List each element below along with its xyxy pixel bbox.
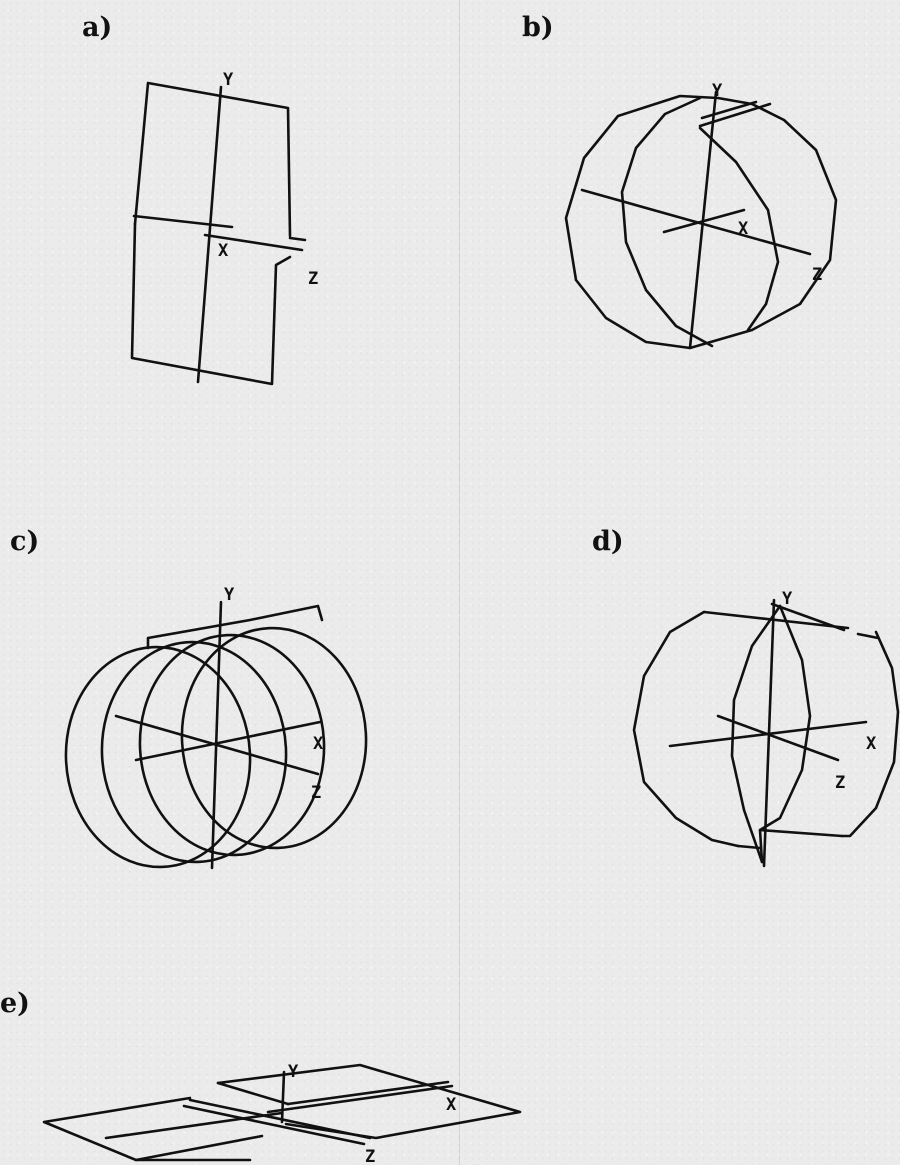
panel-e-left-plate-mid xyxy=(134,1134,264,1162)
panel-d-lens-left xyxy=(730,604,782,864)
panel-d-top-stub xyxy=(856,632,880,640)
panel-d-label-y: Y xyxy=(782,589,793,609)
panel-d-label-z: Z xyxy=(835,773,845,793)
panel-label-c: c) xyxy=(10,526,40,557)
panel-d-left-arc xyxy=(632,610,740,848)
panel-e-label-x: X xyxy=(446,1095,457,1115)
panel-e-right-plate-mid xyxy=(286,1080,450,1106)
panel-c-axis-z xyxy=(114,714,320,776)
panel-b-top-stub-1 xyxy=(700,100,758,120)
panel-b-axis-z xyxy=(580,188,812,256)
panel-a-axis-x xyxy=(132,214,234,229)
panel-e-label-y: Y xyxy=(288,1062,299,1082)
panel-e-right-plate xyxy=(216,1063,522,1140)
panel-e-axis-x xyxy=(266,1084,454,1114)
panel-c-ring-3 xyxy=(138,633,326,857)
panel-a-plate-upper xyxy=(133,81,292,238)
panel-c-ring-2 xyxy=(100,640,288,864)
panel-b-top-stub-2 xyxy=(698,102,772,128)
panel-c-axis-x xyxy=(134,720,322,762)
panel-c-label-y: Y xyxy=(224,585,235,605)
panel-d-axis-z xyxy=(716,714,840,762)
panel-a-label-y: Y xyxy=(223,70,234,90)
panel-e-rod-2 xyxy=(182,1104,366,1146)
panel-d-top-edge-2 xyxy=(770,602,846,632)
panel-a-axis-z-tick xyxy=(288,236,307,242)
panel-c-label-x: X xyxy=(313,734,324,754)
panel-label-a: a) xyxy=(82,12,113,43)
panel-label-e: e) xyxy=(0,988,30,1019)
panel-label-b: b) xyxy=(522,12,554,43)
panel-d-bottom-edge-2 xyxy=(758,828,844,838)
panel-e-label-z: Z xyxy=(365,1147,375,1165)
panel-c-ring-4 xyxy=(180,626,368,850)
panel-c-axis-y xyxy=(210,600,223,870)
panel-a-label-x: X xyxy=(218,241,229,261)
panel-a-drawing: Y X Z xyxy=(130,70,318,386)
panel-e-axis-y xyxy=(280,1070,286,1124)
panel-e-left-plate xyxy=(42,1096,252,1162)
panel-e-drawing: Y X Z xyxy=(42,1062,522,1165)
panel-d-lens-right xyxy=(758,604,812,864)
panel-c-top-lead xyxy=(146,604,324,650)
panel-b-label-y: Y xyxy=(712,81,723,101)
panel-e-rod-1 xyxy=(188,1098,372,1140)
panel-e-axis-z xyxy=(104,1111,284,1140)
panel-d-label-x: X xyxy=(866,734,877,754)
panel-b-label-z: Z xyxy=(812,265,822,285)
panel-a-label-z: Z xyxy=(308,269,318,289)
panel-d-drawing: Y X Z xyxy=(632,589,900,868)
panel-b-label-x: X xyxy=(738,219,749,239)
panel-d-right-arc xyxy=(840,630,900,838)
panel-d-top-edge xyxy=(702,610,850,630)
panel-b-axis-x xyxy=(662,208,746,234)
page-fold-line xyxy=(459,0,460,1165)
panel-a-axis-z xyxy=(203,233,304,252)
panel-c-ring-1 xyxy=(64,645,252,869)
panel-label-d: d) xyxy=(592,526,624,557)
panel-a-plate-lower xyxy=(130,222,292,386)
panel-c-label-z: Z xyxy=(311,783,321,803)
panel-e-right-plate-inner xyxy=(216,1081,290,1106)
panel-b-drawing: Y X Z xyxy=(564,81,838,350)
panel-c-drawing: Y X Z xyxy=(64,585,368,870)
panel-b-meridian-left xyxy=(620,96,714,348)
panel-b-meridian-right xyxy=(698,126,780,332)
